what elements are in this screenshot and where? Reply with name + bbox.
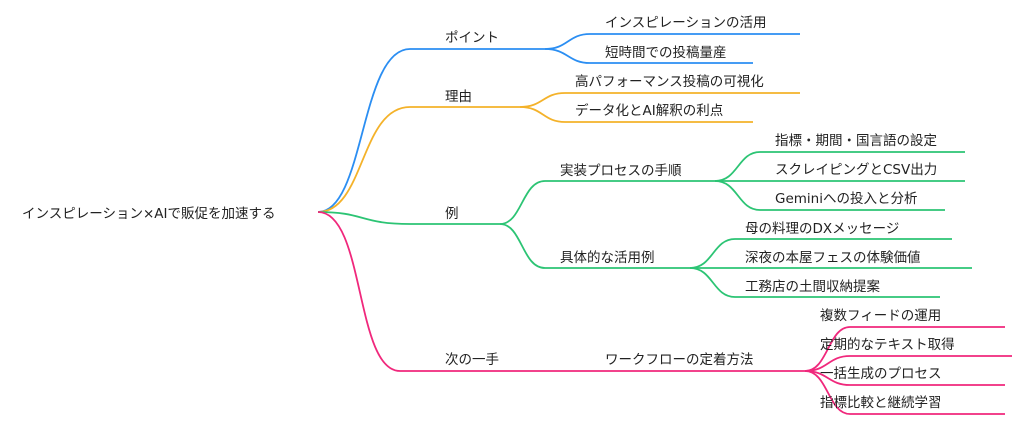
node-workflow-child[interactable]: 定期的なテキスト取得	[820, 336, 955, 353]
edge	[804, 326, 1005, 372]
node-impl-child[interactable]: スクレイピングとCSV出力	[775, 162, 937, 178]
node-point-child[interactable]: インスピレーションの活用	[605, 15, 766, 31]
edge	[317, 211, 545, 372]
edge	[499, 223, 690, 269]
edge	[804, 370, 1005, 415]
edge	[499, 180, 715, 225]
node-next[interactable]: 次の一手	[445, 352, 499, 368]
node-impl-child[interactable]: 指標・期間・国言語の設定	[775, 132, 937, 149]
node-cases-child[interactable]: 深夜の本屋フェスの体験価値	[745, 250, 921, 266]
branch-example: 例 実装プロセスの手順 指標・期間・国言語の設定 スクレイピングとCSV出力 G…	[317, 132, 972, 298]
branch-next: 次の一手 ワークフローの定着方法 複数フィードの運用 定期的なテキスト取得 一括…	[317, 211, 1012, 415]
node-workflow-child[interactable]: 一括生成のプロセス	[820, 366, 942, 382]
branch-point: ポイント インスピレーションの活用 短時間での投稿量産	[317, 15, 800, 213]
root-node[interactable]: インスピレーション×AIで販促を加速する	[22, 206, 276, 222]
edge	[317, 211, 500, 225]
node-point[interactable]: ポイント	[445, 30, 499, 46]
node-cases[interactable]: 具体的な活用例	[560, 250, 655, 266]
edge	[714, 180, 945, 211]
edge	[804, 355, 1012, 372]
edge	[689, 238, 952, 269]
edge	[714, 151, 965, 182]
edge	[317, 48, 545, 213]
node-workflow-child[interactable]: 複数フィードの運用	[820, 307, 941, 324]
node-reason[interactable]: 理由	[445, 89, 472, 105]
node-reason-child[interactable]: 高パフォーマンス投稿の可視化	[575, 73, 764, 90]
edge	[519, 106, 753, 123]
edge	[317, 106, 520, 213]
node-example[interactable]: 例	[445, 206, 459, 222]
node-cases-child[interactable]: 工務店の土間収納提案	[745, 278, 880, 295]
edge	[519, 92, 800, 108]
edge	[544, 48, 753, 64]
node-workflow-child[interactable]: 指標比較と継続学習	[820, 395, 942, 411]
edge	[544, 33, 800, 50]
edge	[689, 267, 940, 298]
branch-reason: 理由 高パフォーマンス投稿の可視化 データ化とAI解釈の利点	[317, 73, 800, 213]
node-workflow[interactable]: ワークフローの定着方法	[605, 351, 754, 368]
node-point-child[interactable]: 短時間での投稿量産	[605, 45, 727, 61]
node-cases-child[interactable]: 母の料理のDXメッセージ	[745, 221, 899, 237]
node-impl[interactable]: 実装プロセスの手順	[560, 163, 682, 179]
node-impl-child[interactable]: Geminiへの投入と分析	[775, 191, 917, 207]
node-reason-child[interactable]: データ化とAI解釈の利点	[575, 102, 723, 119]
